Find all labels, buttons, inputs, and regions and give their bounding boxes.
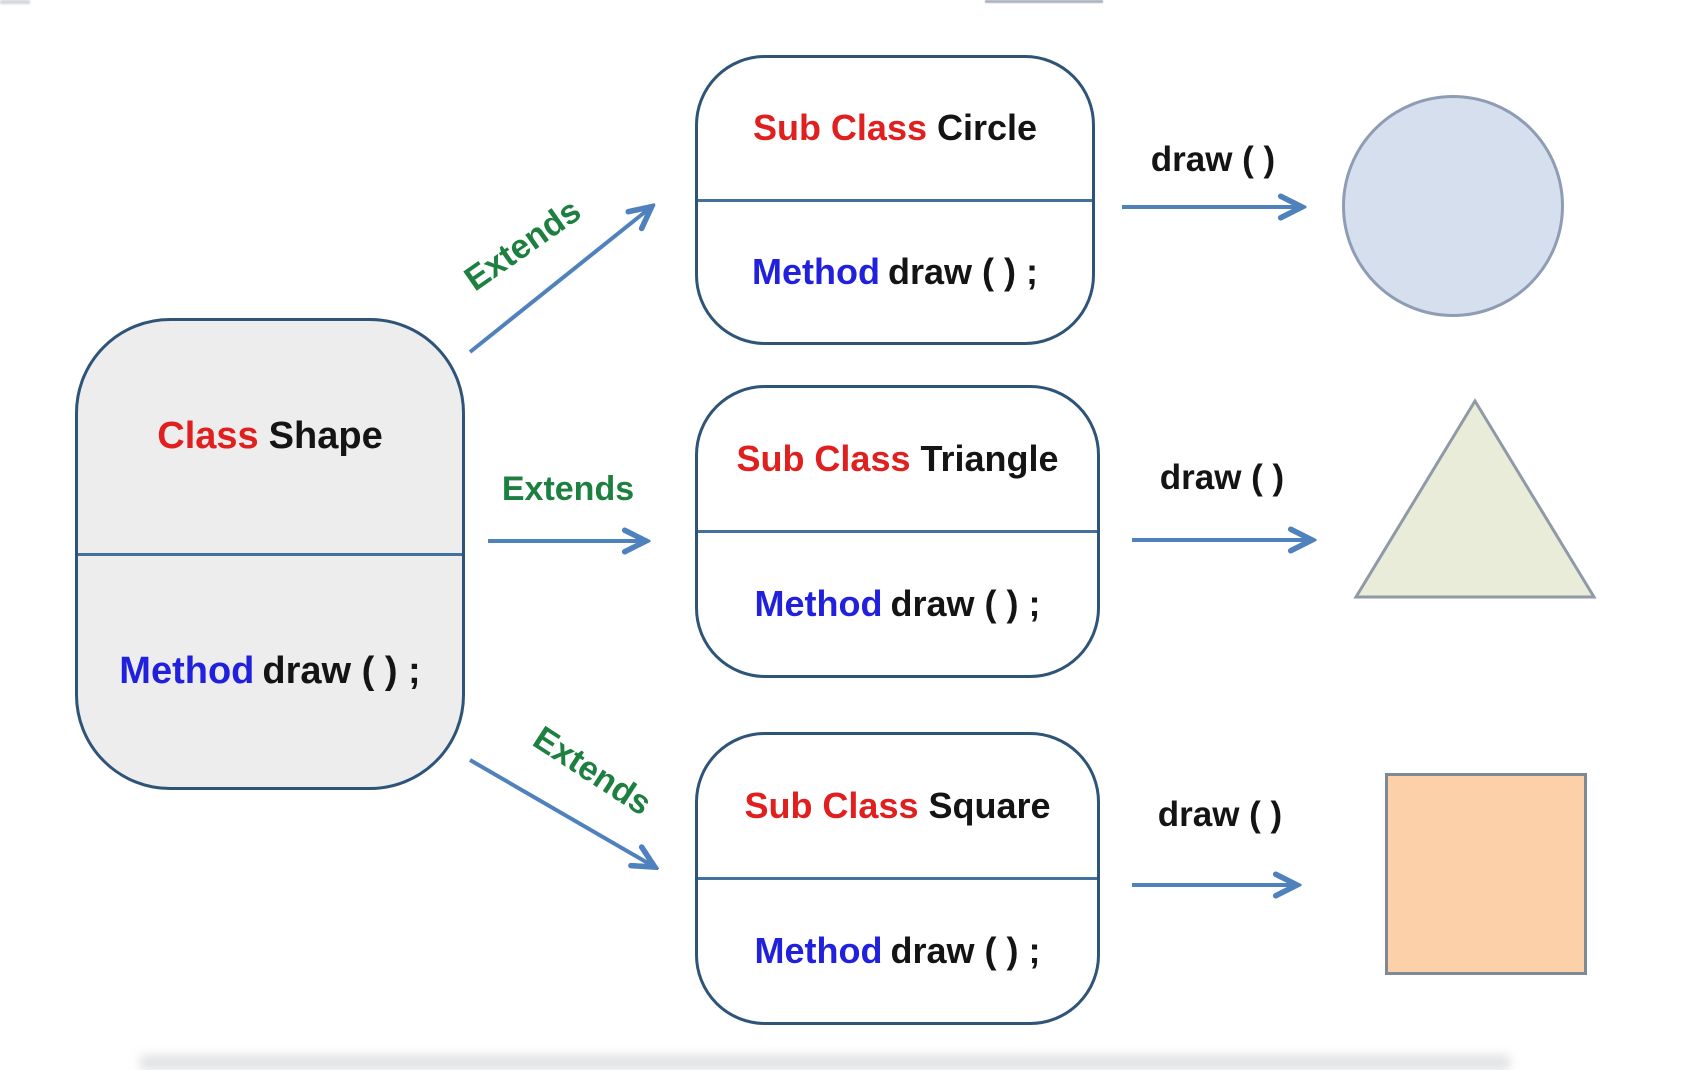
top-crop-artifact (985, 0, 1103, 3)
subclass-circle-title: Sub Class Circle (698, 58, 1092, 199)
method-keyword: Method (754, 583, 883, 624)
subclass-name: Circle (937, 107, 1038, 149)
subclass-name: Triangle (920, 438, 1059, 479)
method-keyword: Method (119, 649, 255, 692)
extends-label-square: Extends (526, 719, 659, 824)
subclass-keyword: Sub Class (736, 438, 911, 479)
extends-label-triangle: Extends (501, 470, 635, 508)
class-name: Shape (268, 415, 383, 458)
subclass-keyword: Sub Class (752, 107, 927, 149)
method-signature: draw ( ) ; (262, 649, 421, 692)
subclass-name: Square (928, 785, 1051, 826)
triangle-shape (1353, 398, 1597, 599)
subclass-triangle-method: Method draw ( ) ; (698, 530, 1097, 675)
square-shape (1385, 773, 1587, 975)
class-shape-title: Class Shape (78, 321, 462, 553)
top-left-crop-artifact (0, 0, 30, 4)
subclass-square-method: Method draw ( ) ; (698, 877, 1097, 1022)
subclass-triangle-title: Sub Class Triangle (698, 388, 1097, 530)
draw-label-triangle: draw ( ) (1159, 458, 1285, 497)
class-shape-box: Class Shape Method draw ( ) ; (75, 318, 465, 790)
subclass-square-box: Sub Class Square Method draw ( ) ; (695, 732, 1100, 1025)
subclass-keyword: Sub Class (744, 785, 919, 826)
subclass-triangle-box: Sub Class Triangle Method draw ( ) ; (695, 385, 1100, 678)
draw-label-square: draw ( ) (1157, 795, 1283, 834)
method-keyword: Method (752, 250, 880, 292)
class-keyword: Class (157, 415, 259, 458)
method-signature: draw ( ) ; (890, 930, 1041, 971)
draw-label-circle: draw ( ) (1150, 140, 1276, 179)
subclass-square-title: Sub Class Square (698, 735, 1097, 877)
method-keyword: Method (754, 930, 883, 971)
subclass-circle-box: Sub Class Circle Method draw ( ) ; (695, 55, 1095, 345)
method-signature: draw ( ) ; (887, 250, 1038, 292)
class-shape-method: Method draw ( ) ; (78, 552, 462, 788)
method-signature: draw ( ) ; (890, 583, 1041, 624)
circle-shape (1342, 95, 1564, 317)
extends-label-circle: Extends (457, 191, 588, 299)
bottom-crop-artifact (140, 1055, 1510, 1070)
subclass-circle-method: Method draw ( ) ; (698, 198, 1092, 343)
triangle-polygon (1353, 398, 1597, 599)
